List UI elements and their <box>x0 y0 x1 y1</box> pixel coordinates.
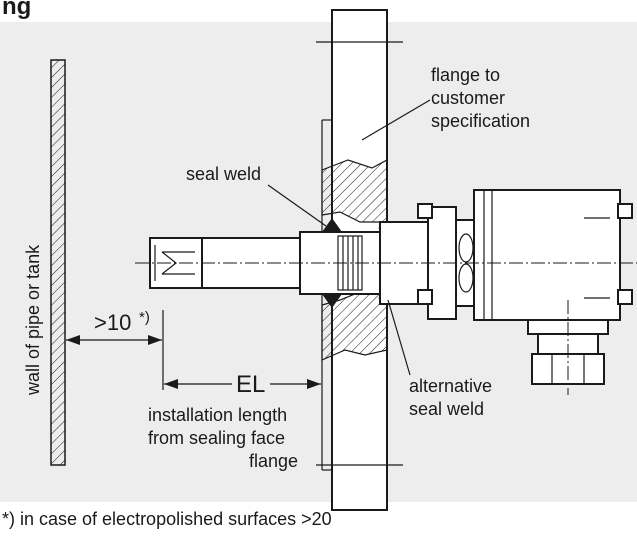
alt-seal-weld-label-line2: seal weld <box>409 399 484 419</box>
el-dimension <box>164 379 321 389</box>
transmitter-housing <box>473 189 633 395</box>
install-label-line1: installation length <box>148 405 287 425</box>
install-label-line3: flange <box>249 451 298 471</box>
flange-label-line1: flange to <box>431 65 500 85</box>
distance-dimension <box>66 310 164 390</box>
alt-seal-weld-leader <box>387 299 411 376</box>
footnote: *) in case of electropolished surfaces >… <box>2 509 332 529</box>
flange-label-line3: specification <box>431 111 530 131</box>
install-label-line2: from sealing face <box>148 428 285 448</box>
tank-wall <box>50 59 66 466</box>
housing-neck <box>379 203 475 320</box>
wall-label: wall of pipe or tank <box>23 244 43 396</box>
flange-leader <box>361 99 431 141</box>
flange-label-line2: customer <box>431 88 505 108</box>
header-title-fragment: ng <box>2 0 31 20</box>
seal-weld-leader <box>267 184 327 227</box>
distance-value: >10 <box>94 310 131 335</box>
alt-seal-weld-label-line1: alternative <box>409 376 492 396</box>
el-label: EL <box>236 371 265 398</box>
distance-footnote-mark: *) <box>139 309 150 326</box>
seal-weld-label: seal weld <box>186 164 261 184</box>
